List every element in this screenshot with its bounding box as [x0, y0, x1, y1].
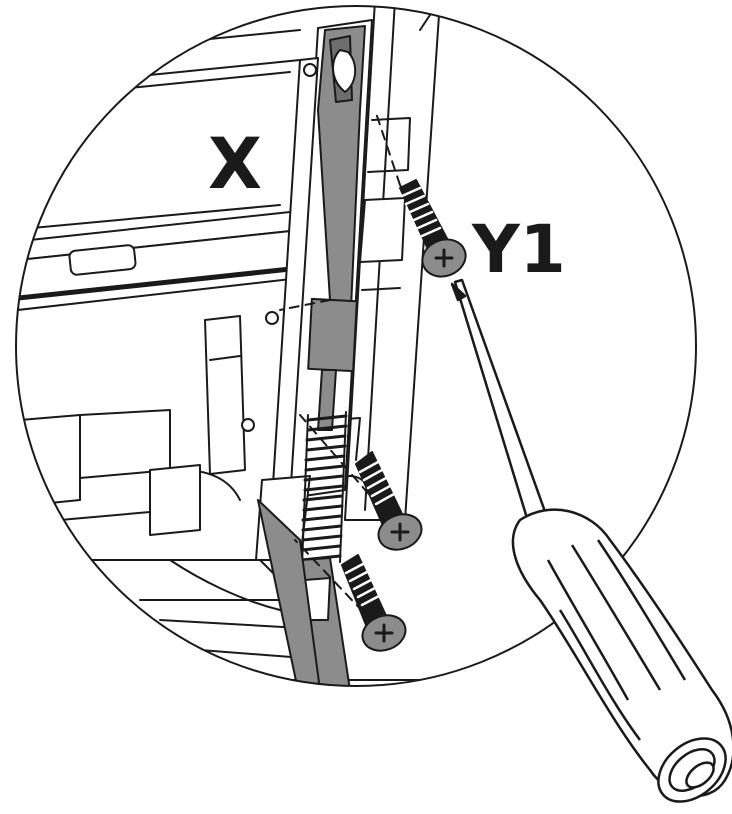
- screwdriver-icon: [450, 278, 732, 803]
- screw-icon: [399, 179, 467, 278]
- label-x: X: [208, 123, 262, 205]
- detail-view: [16, 6, 467, 686]
- screw-icon: [355, 451, 423, 551]
- detail-circle: [15, 5, 697, 687]
- screw-icon: [341, 554, 407, 652]
- gas-spring-icon: [257, 25, 366, 686]
- spring-coils: [300, 411, 348, 566]
- label-y1: Y1: [471, 211, 566, 288]
- handle-slot: [68, 244, 137, 276]
